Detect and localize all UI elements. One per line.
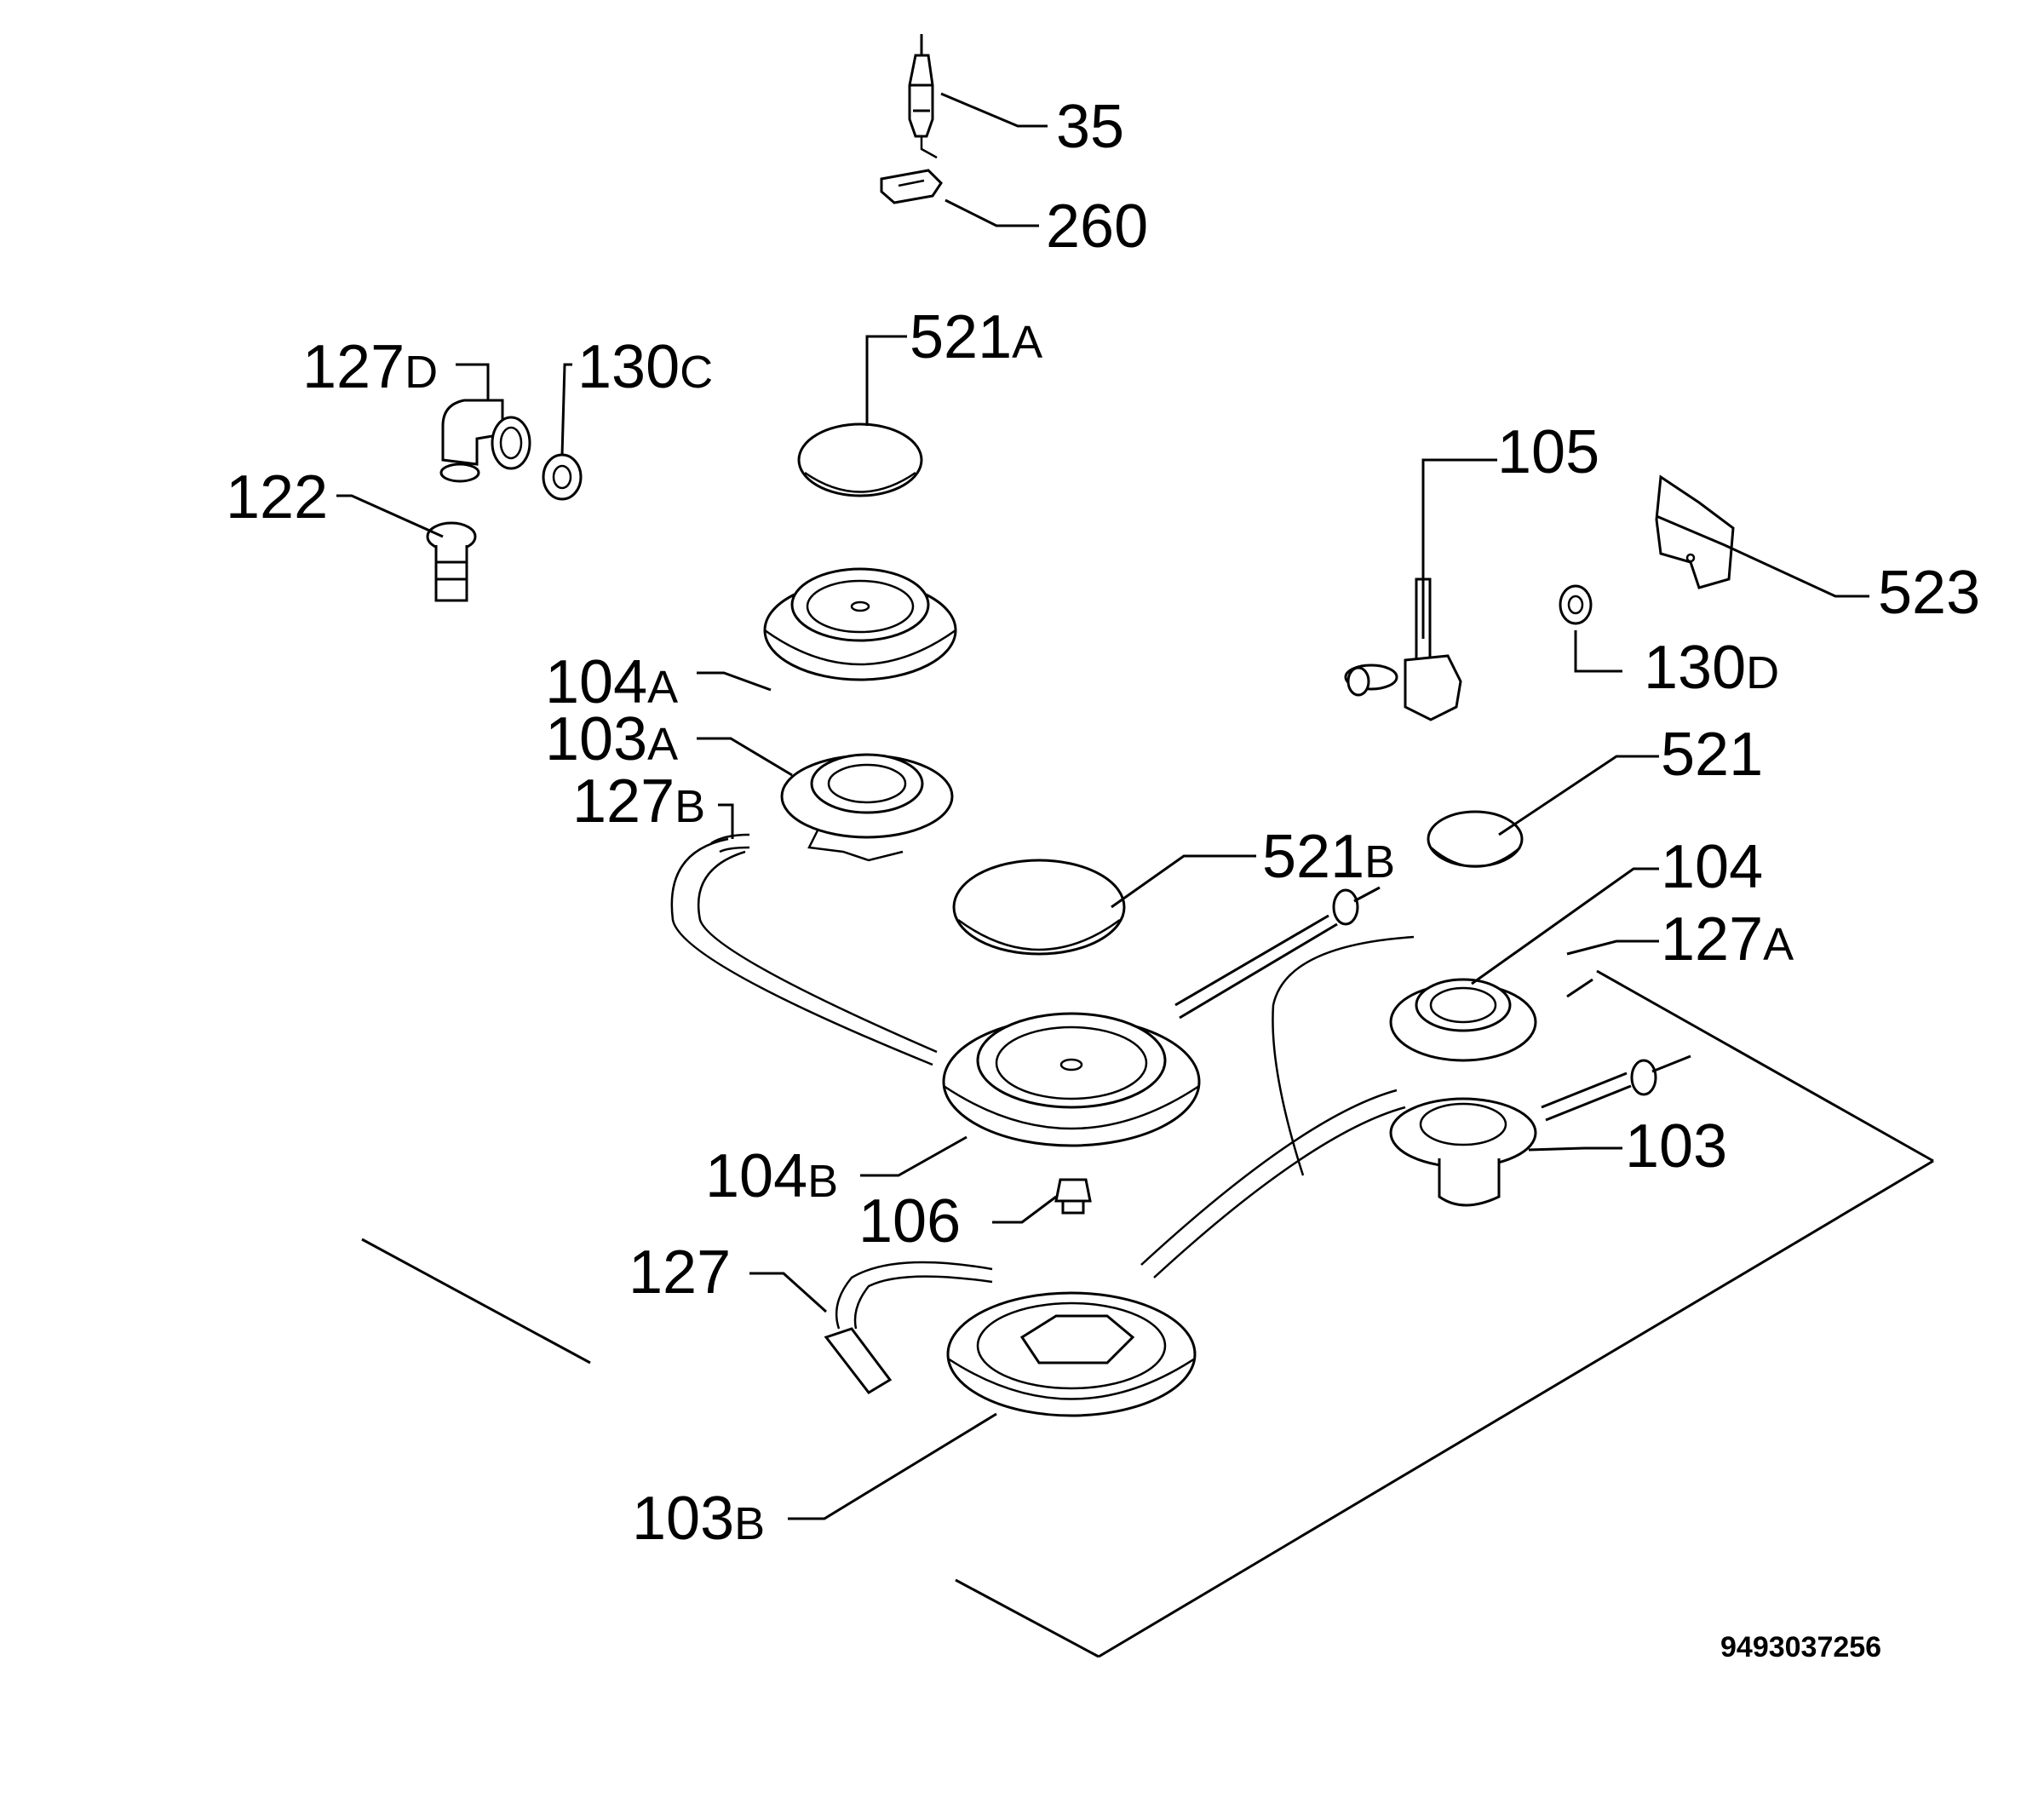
leader-lines [336,92,1869,1520]
label-105: 105 [1497,418,1599,486]
label-103a: 103A [545,705,678,773]
connector-part [426,521,477,602]
burner-cap-521-part [1427,810,1524,868]
burner-cap-521a-part [797,422,923,497]
diagram-code: 9493037256 [1720,1631,1881,1663]
label-260: 260 [1046,192,1148,261]
spark-plug-part [908,34,938,159]
hob-outline [361,969,1934,1658]
washer-130c-part [542,453,583,501]
burner-body-103b-part [946,1291,1197,1417]
label-104a: 104A [545,648,678,716]
gas-valve-part [1344,577,1462,721]
label-127d: 127D [302,333,438,401]
label-127a: 127A [1661,905,1794,974]
label-103b: 103B [632,1485,765,1553]
label-127: 127 [629,1238,731,1307]
washer-130d-part [1559,584,1593,625]
label-130d: 130D [1644,634,1779,702]
label-521b: 521B [1262,823,1395,891]
burner-body-103a-part [780,753,954,862]
label-122: 122 [226,463,328,531]
label-130c: 130C [577,333,713,401]
label-521a: 521A [910,303,1042,371]
burner-crown-104-part [1389,978,1537,1062]
label-523: 523 [1878,559,1980,627]
label-104b: 104B [705,1142,838,1210]
injector-part [1054,1178,1092,1215]
elbow-fitting-part [439,399,531,483]
burner-body-103-part [1389,1097,1537,1207]
clip-part [880,169,943,204]
label-106: 106 [858,1187,961,1255]
burner-crown-104a-part [763,567,957,681]
part-labels: 35 260 521A 127D 130C 122 104A 103A 127B… [226,93,1980,1553]
label-127b: 127B [572,767,705,836]
burner-crown-104b-part [942,1012,1201,1147]
label-103: 103 [1625,1112,1727,1181]
gas-pipes [670,833,1691,1394]
burner-cap-521b-part [952,859,1126,956]
label-35: 35 [1056,93,1124,161]
label-104: 104 [1661,833,1763,901]
label-521: 521 [1661,721,1763,789]
